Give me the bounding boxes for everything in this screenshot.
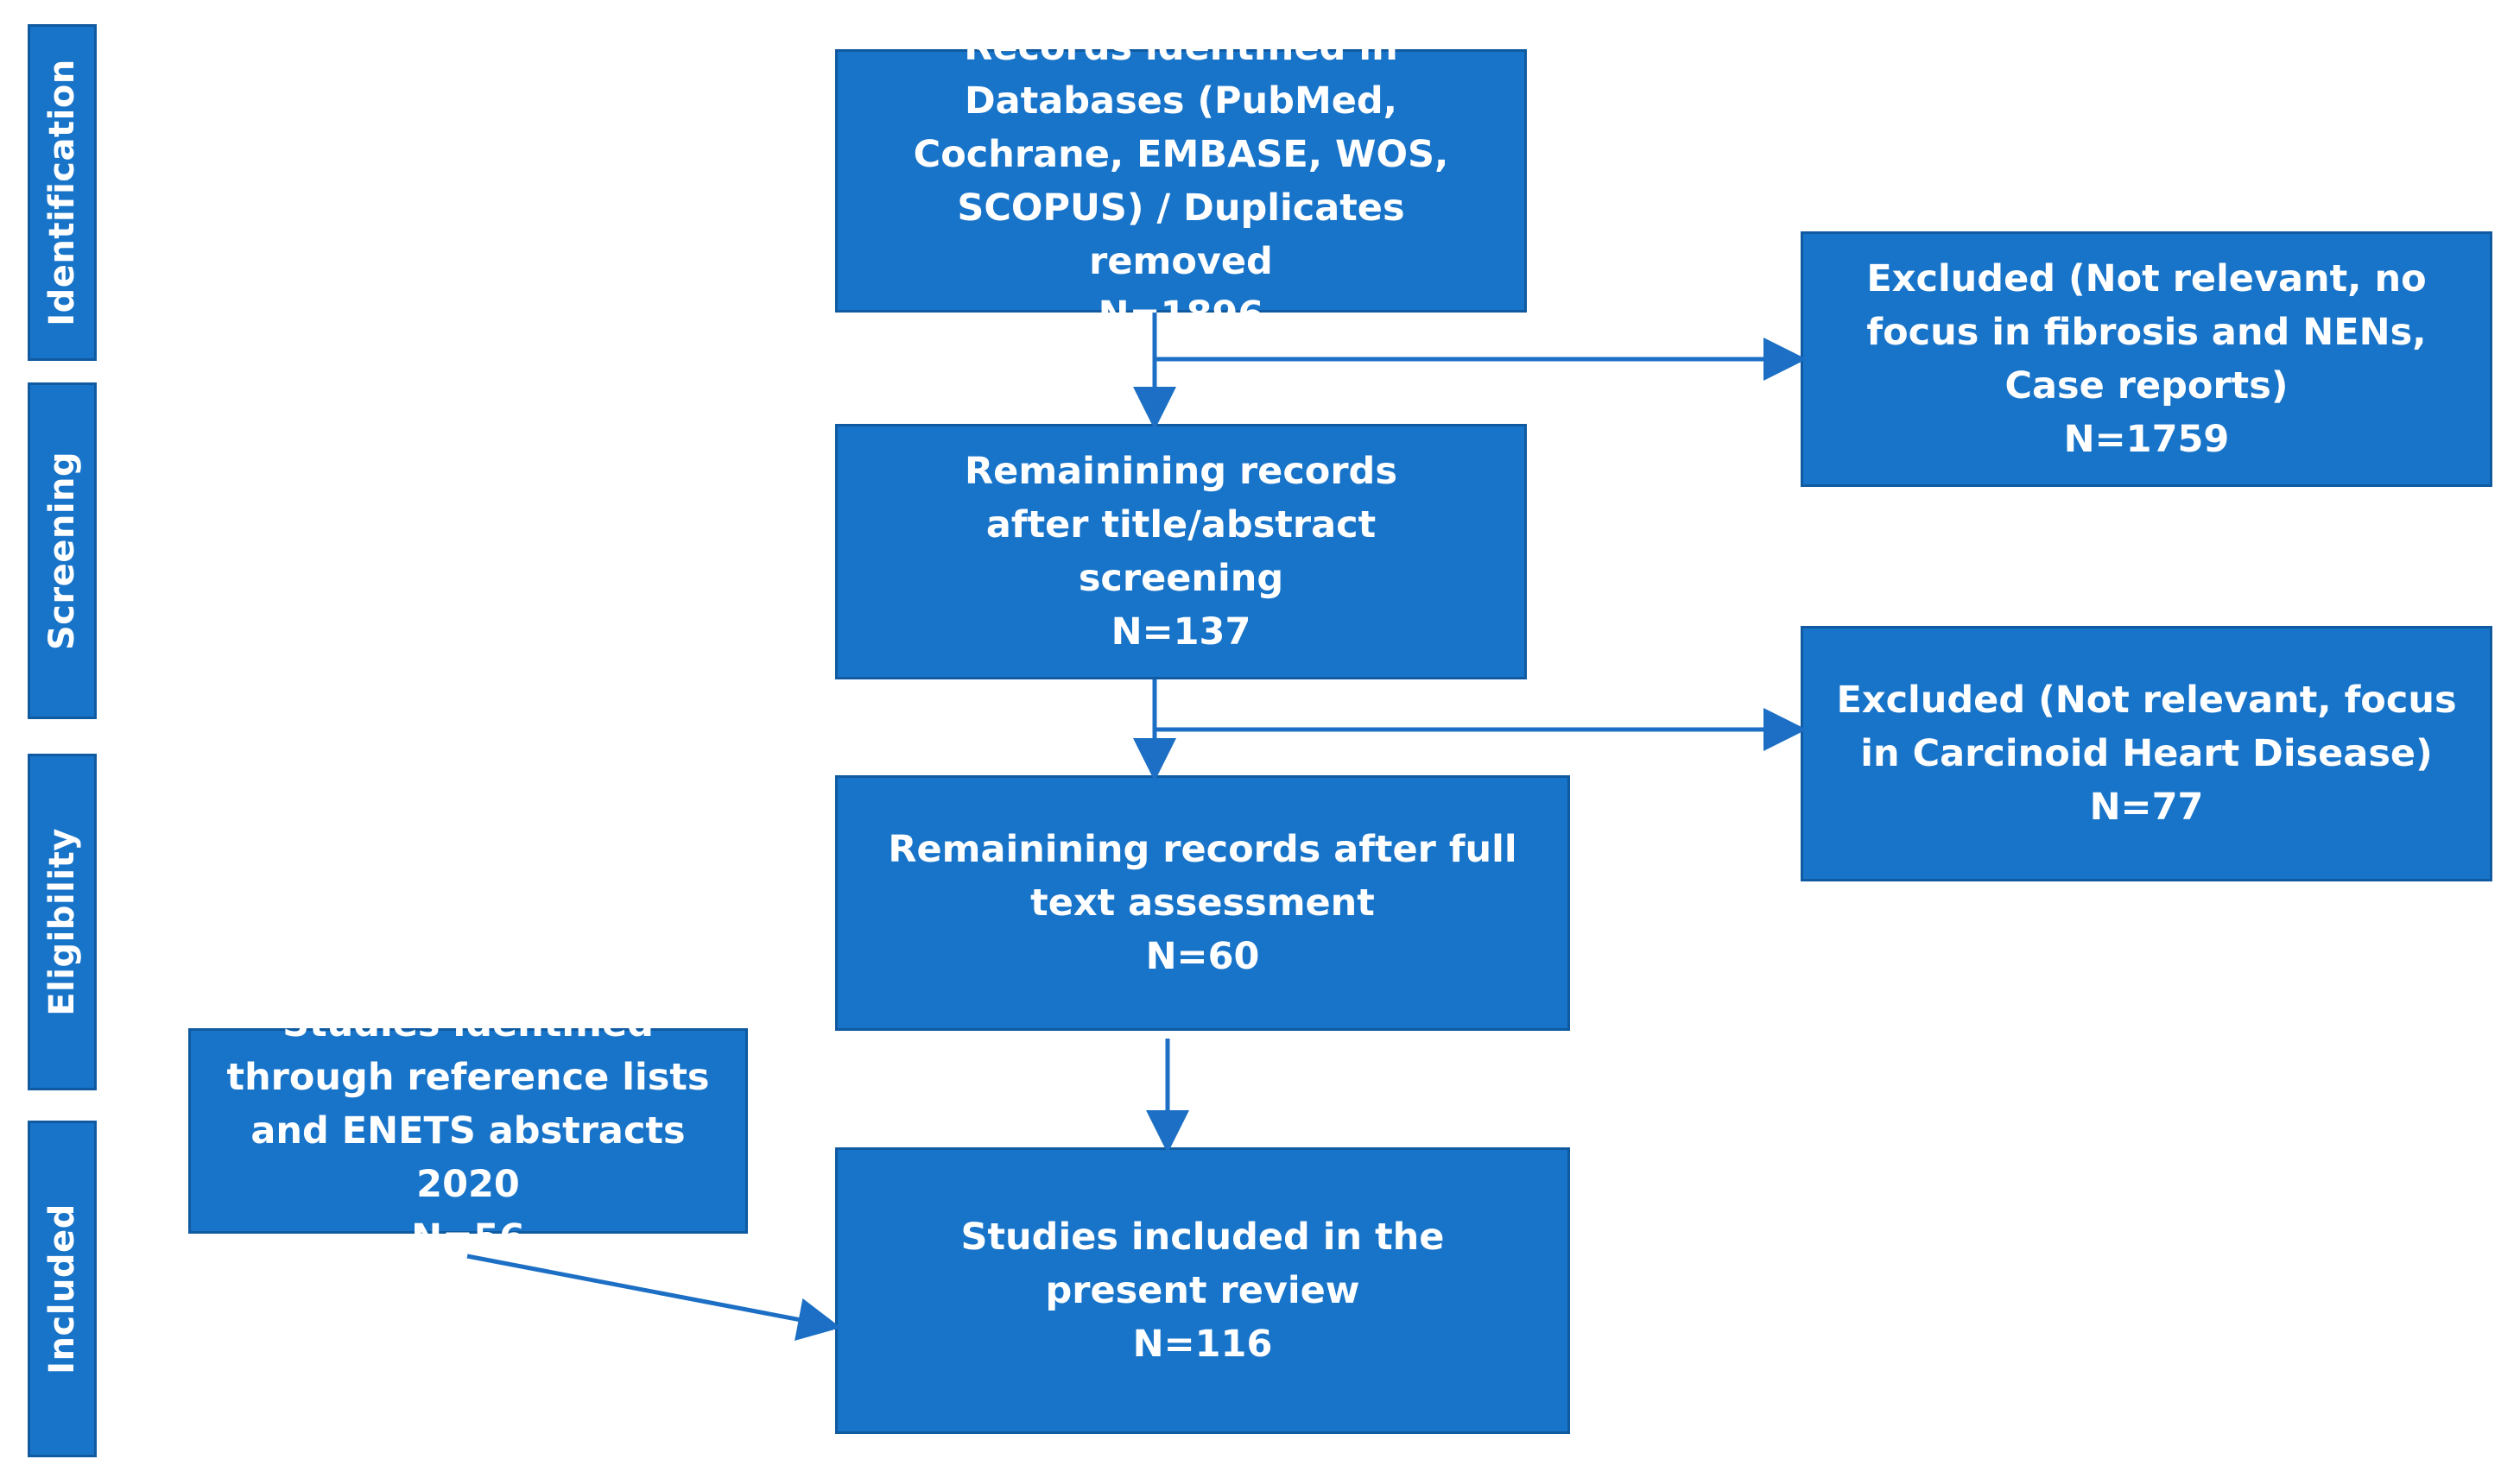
box-reference-lists-count: N=56 — [411, 1216, 525, 1260]
box-records-identified: Records identified in Databases (PubMed,… — [835, 26, 1527, 337]
arrow-references-to-included — [466, 1254, 841, 1342]
box-reference-lists: Studies identified through reference lis… — [188, 1002, 748, 1260]
stage-eligibility: Eligibility — [28, 754, 97, 1090]
box-excluded-screening-text: Excluded (Not relevant, no focus in fibr… — [1866, 257, 2427, 407]
box-included: Studies included in the present review N… — [835, 1147, 1570, 1434]
stage-included: Included — [28, 1121, 97, 1457]
box-after-fulltext-count: N=60 — [1145, 935, 1260, 978]
stage-screening: Screening — [28, 382, 97, 719]
box-included-text: Studies included in the present review — [960, 1216, 1445, 1312]
box-reference-lists-text: Studies identified through reference lis… — [226, 1002, 710, 1206]
box-after-screening-text: Remainining records after title/abstract… — [965, 450, 1397, 600]
box-excluded-fulltext-count: N=77 — [2089, 786, 2204, 829]
box-excluded-screening-count: N=1759 — [2063, 418, 2230, 461]
box-after-fulltext: Remainining records after full text asse… — [835, 775, 1570, 1031]
box-excluded-screening: Excluded (Not relevant, no focus in fibr… — [1801, 231, 2492, 487]
box-after-screening: Remainining records after title/abstract… — [835, 424, 1527, 679]
box-records-identified-text: Records identified in Databases (PubMed,… — [913, 25, 1449, 283]
box-included-count: N=116 — [1132, 1323, 1273, 1366]
box-after-screening-count: N=137 — [1111, 610, 1251, 654]
box-records-identified-count: N=1896 — [1098, 293, 1264, 337]
box-after-fulltext-text: Remainining records after full text asse… — [888, 828, 1517, 925]
box-excluded-fulltext-text: Excluded (Not relevant, focus in Carcino… — [1836, 679, 2457, 775]
box-excluded-fulltext: Excluded (Not relevant, focus in Carcino… — [1801, 626, 2492, 881]
stage-identification: Identification — [28, 24, 97, 361]
